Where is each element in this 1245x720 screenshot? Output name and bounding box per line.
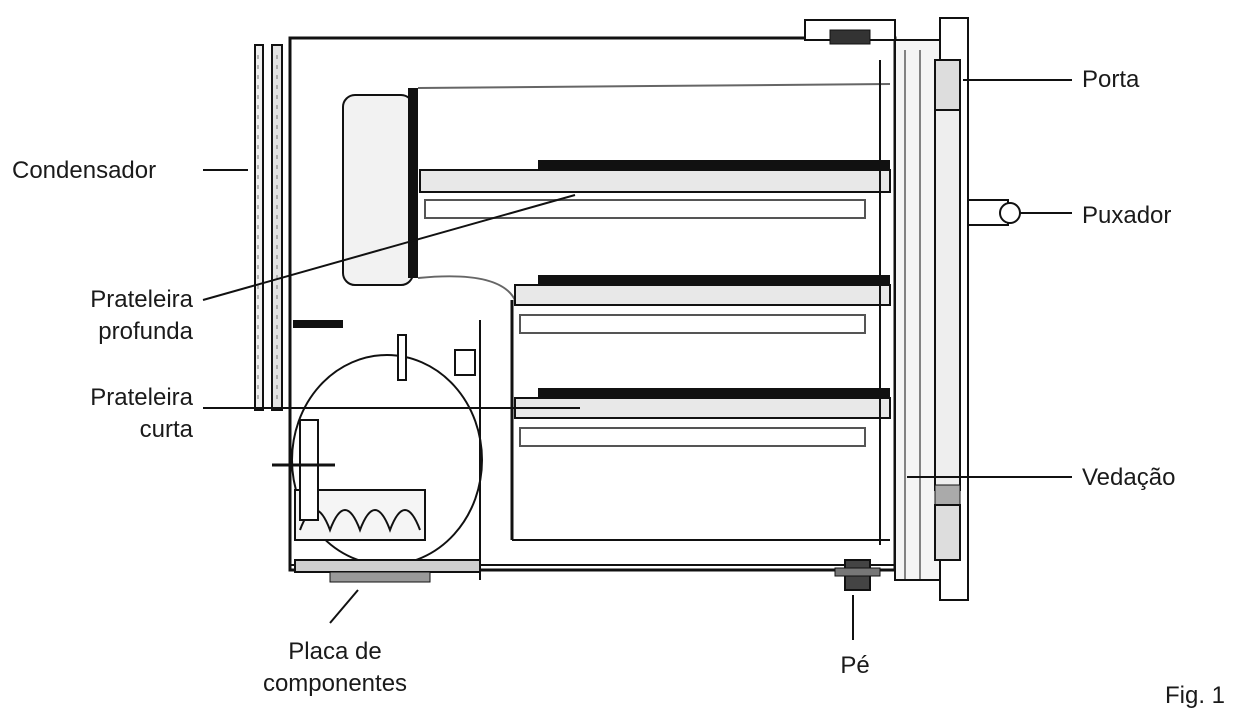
label-porta: Porta [1082,66,1140,93]
label-prateleira-curta: Prateleira curta [40,382,193,446]
label-placa-de-componentes: Placa de componentes [240,636,430,700]
component-plate [329,571,431,583]
handle [967,199,1021,226]
short-shelf [514,388,891,447]
shelf-2 [514,275,891,334]
condenser [254,44,283,411]
label-pe: Pé [840,652,870,679]
label-prateleira-profunda-line2: profunda [98,318,193,345]
leader-lines [202,79,1072,640]
label-prateleira-profunda: Prateleira profunda [40,284,193,348]
label-prateleira-profunda-line1: Prateleira [90,286,193,313]
upper-compartment [342,83,891,301]
label-placa-line2: componentes [262,670,408,697]
label-prateleira-curta-line1: Prateleira [90,384,193,411]
foot [834,559,881,591]
label-condensador: Condensador [12,157,157,184]
deep-shelf [419,160,891,219]
door [894,17,969,601]
label-vedacao: Vedação [1082,464,1176,491]
label-prateleira-curta-line2: curta [139,416,193,443]
label-puxador: Puxador [1082,202,1172,229]
inner-liner [510,60,890,545]
figure-caption: Fig. 1 [1165,682,1226,709]
label-placa-line1: Placa de [288,638,382,665]
compressor-area [272,320,483,580]
